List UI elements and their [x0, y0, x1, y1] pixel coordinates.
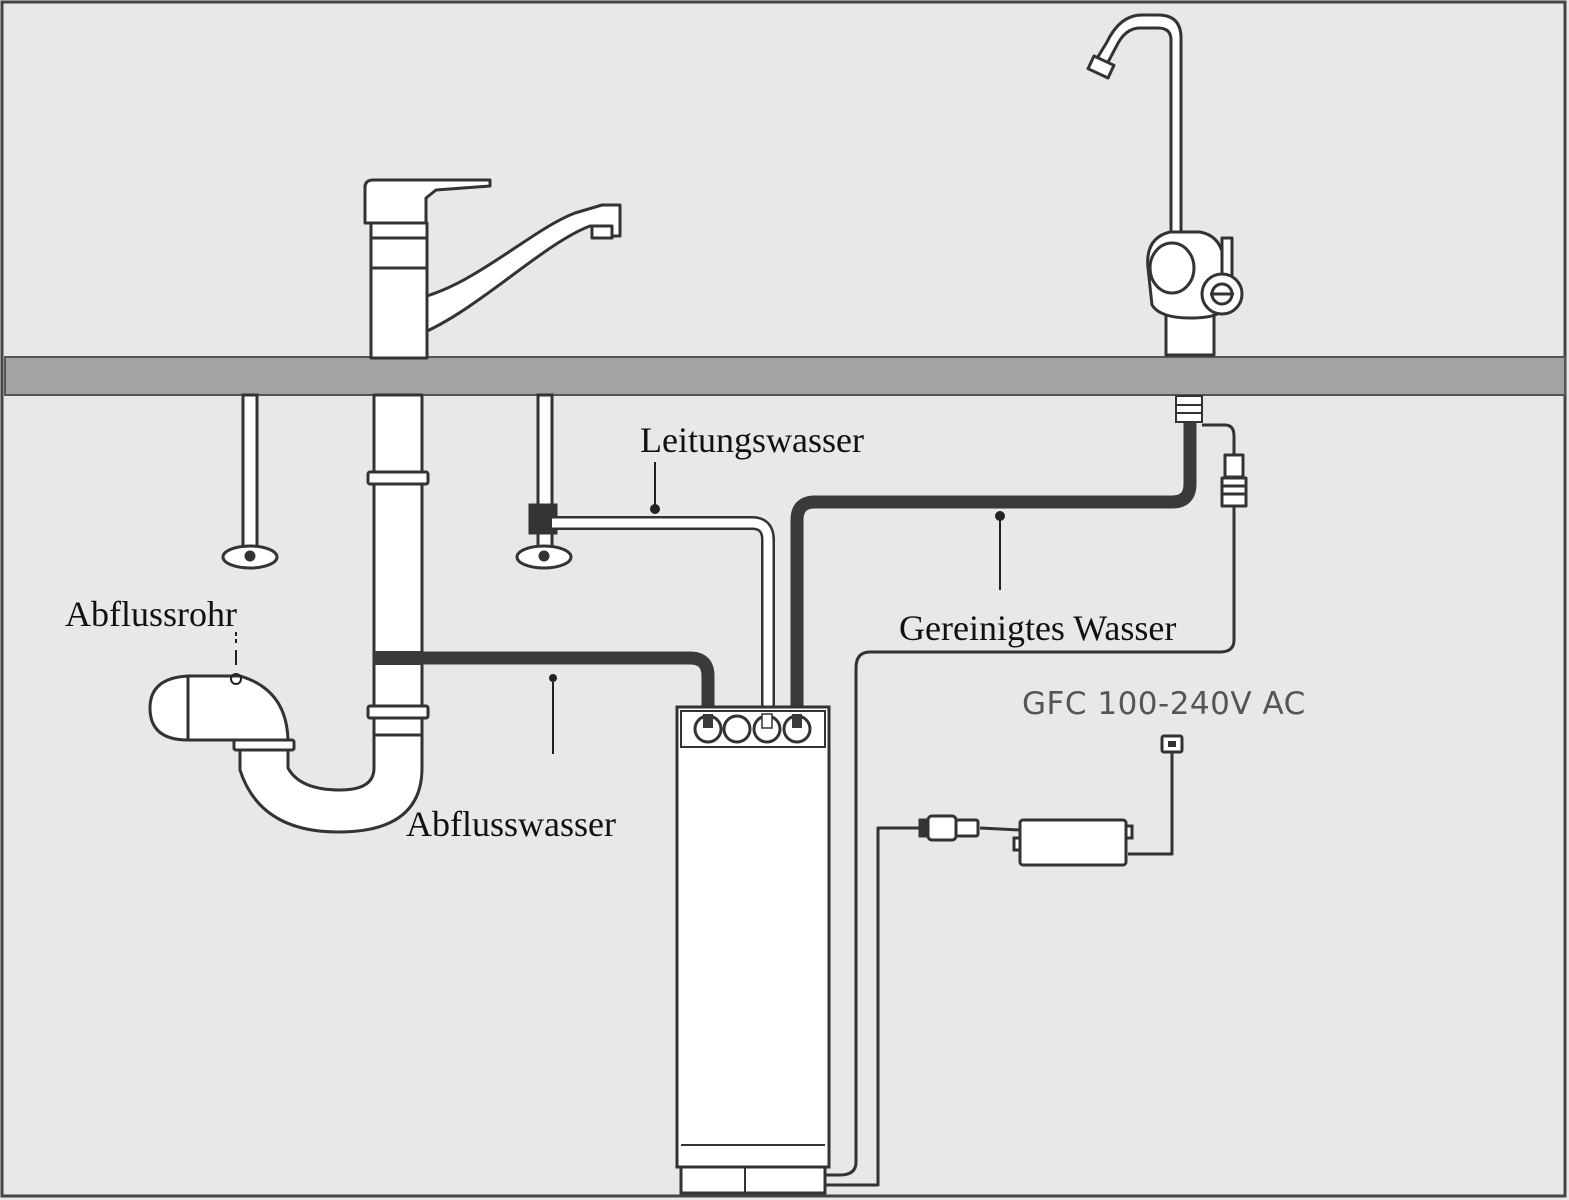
- countertop: [4, 356, 1566, 396]
- label-drain-pipe: Abflussrohr: [65, 594, 237, 634]
- left-angle-valve: [221, 393, 279, 570]
- callout-leaders: [230, 462, 1005, 754]
- dc-connector: [918, 814, 980, 842]
- power-adapter-icon: [1012, 818, 1134, 867]
- p-trap-icon: [148, 674, 296, 752]
- label-waste-water: Abflusswasser: [406, 804, 616, 844]
- faucet-signal-cable: [745, 423, 1248, 1177]
- wall-socket-icon: [1160, 734, 1184, 754]
- purified-water-hose: [790, 395, 1203, 718]
- kitchen-faucet-icon: [363, 178, 622, 360]
- label-tap-water: Leitungswasser: [640, 420, 864, 460]
- right-angle-valve: [515, 393, 573, 570]
- waste-water-hose: [374, 651, 715, 718]
- drain-pipe: [238, 393, 430, 834]
- tap-water-hose: [552, 516, 775, 718]
- label-purified-water: Gereinigtes Wasser: [899, 608, 1177, 648]
- filter-faucet-icon: [1086, 13, 1244, 357]
- label-power-supply: GFC 100-240V AC: [1022, 686, 1306, 722]
- filter-unit: [675, 705, 831, 1195]
